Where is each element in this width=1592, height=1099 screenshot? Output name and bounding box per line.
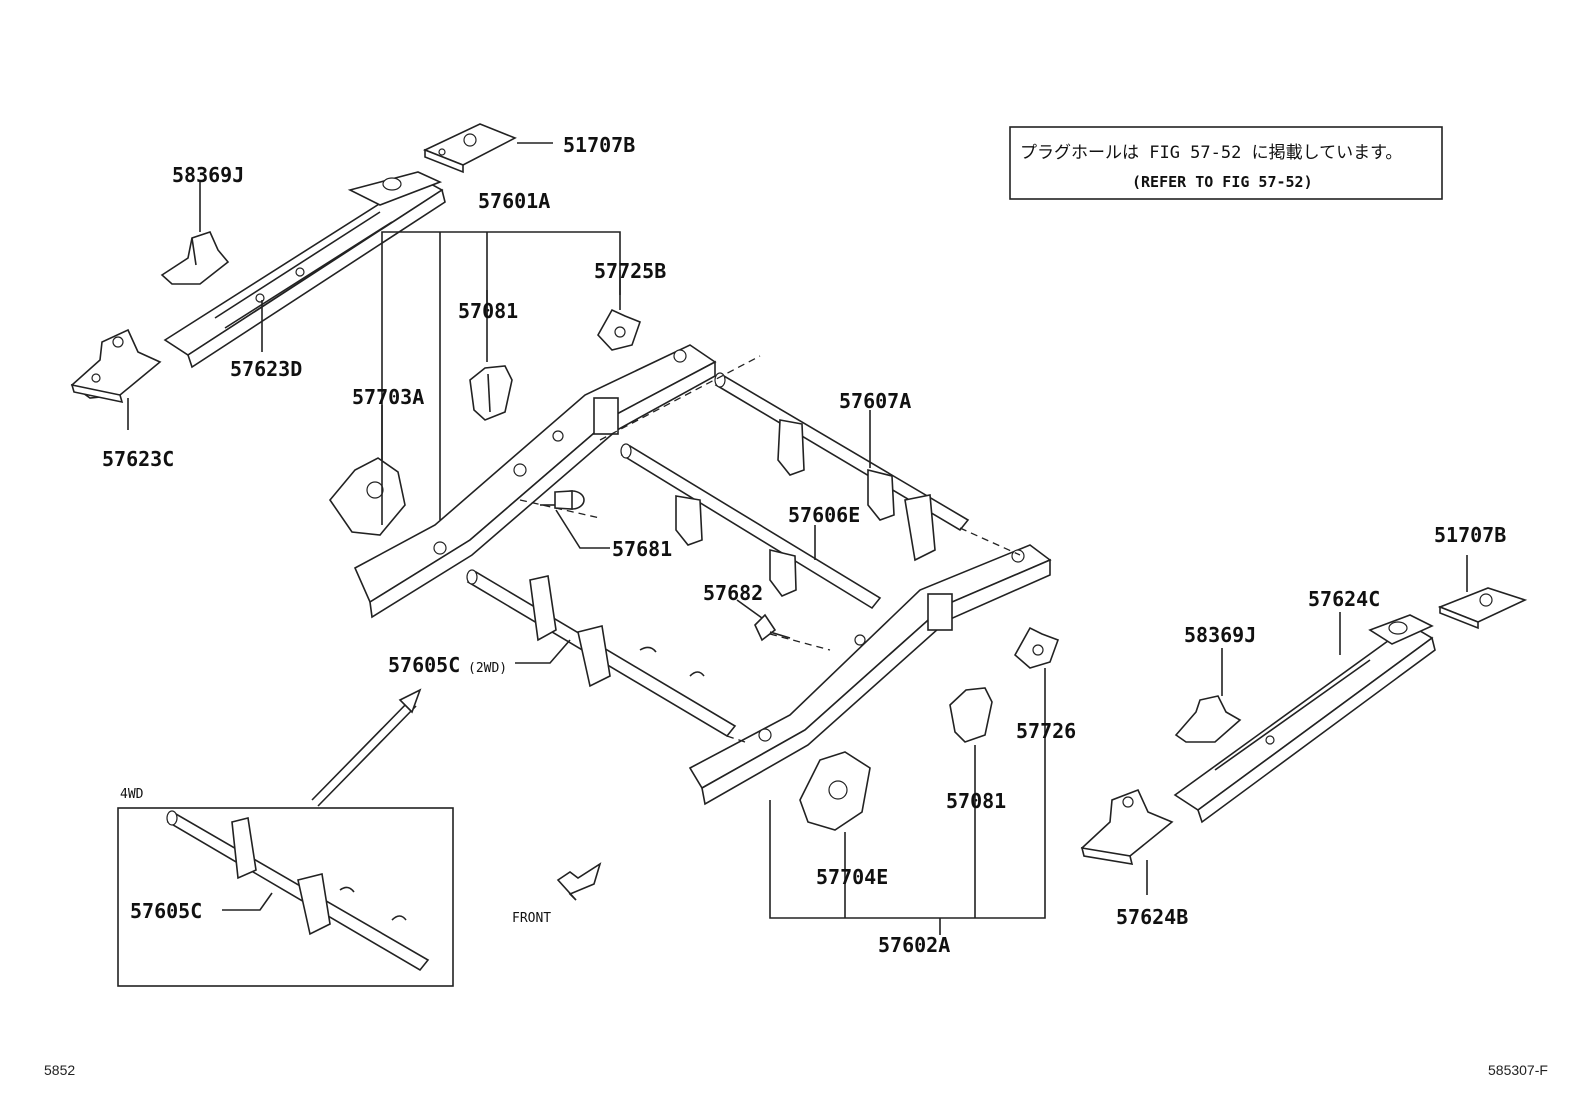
bracket-51707b-left bbox=[422, 123, 553, 174]
label-51707b-left: 51707B bbox=[563, 133, 635, 157]
label-58369j-right: 58369J bbox=[1184, 623, 1256, 647]
front-arrow-icon bbox=[311, 688, 602, 901]
frame-rail-left bbox=[353, 344, 717, 619]
part-labels: 51707B 58369J 57601A 57725B 57081 57623D… bbox=[102, 133, 1506, 957]
inset-4wd-box bbox=[117, 807, 454, 987]
reference-note-en: (REFER TO FIG 57-52) bbox=[1132, 173, 1313, 191]
reference-note: プラグホールは FIG 57-52 に掲載しています。 (REFER TO FI… bbox=[1009, 126, 1443, 200]
label-57703a: 57703A bbox=[352, 385, 424, 409]
bracket-57704e bbox=[799, 751, 871, 831]
label-57081-top: 57081 bbox=[458, 299, 518, 323]
reference-note-box bbox=[1009, 126, 1443, 200]
label-57725b: 57725B bbox=[594, 259, 666, 283]
inset-4wd bbox=[117, 807, 454, 987]
bracket-57726 bbox=[1013, 626, 1060, 669]
label-57081-bottom: 57081 bbox=[946, 789, 1006, 813]
label-front: FRONT bbox=[512, 911, 551, 926]
label-57624b: 57624B bbox=[1116, 905, 1188, 929]
label-4wd: 4WD bbox=[120, 787, 144, 802]
frame-rail-right bbox=[688, 544, 1052, 806]
cross-member-57605c-2wd bbox=[466, 569, 737, 738]
bumper-57682 bbox=[754, 613, 791, 642]
label-57681: 57681 bbox=[612, 537, 672, 561]
label-57623c: 57623C bbox=[102, 447, 174, 471]
cross-member-57606e bbox=[620, 443, 882, 610]
bracket-58369j-left bbox=[160, 212, 230, 285]
label-57704e: 57704E bbox=[816, 865, 888, 889]
label-57602a: 57602A bbox=[878, 933, 950, 957]
bracket-51707b-right bbox=[1437, 587, 1528, 630]
label-57682: 57682 bbox=[703, 581, 763, 605]
label-57601a: 57601A bbox=[478, 189, 550, 213]
footer-left-code: 5852 bbox=[44, 1062, 75, 1078]
cross-member-57624c bbox=[1173, 614, 1436, 824]
label-51707b-right: 51707B bbox=[1434, 523, 1506, 547]
label-57606e: 57606E bbox=[788, 503, 860, 527]
bracket-58369j-right bbox=[1174, 695, 1242, 743]
label-58369j-left: 58369J bbox=[172, 163, 244, 187]
bracket-57703a bbox=[328, 457, 406, 536]
cross-member-57623d bbox=[163, 171, 446, 369]
bracket-57081-bottom bbox=[949, 687, 993, 743]
bracket-57623c bbox=[70, 328, 162, 430]
bracket-57081-top bbox=[469, 365, 513, 421]
label-57605c-4wd: 57605C bbox=[130, 899, 202, 923]
label-57624c: 57624C bbox=[1308, 587, 1380, 611]
bumper-57681 bbox=[540, 490, 585, 510]
bracket-57725b bbox=[597, 308, 642, 351]
leader-lines bbox=[199, 182, 1468, 935]
label-57605c-2wd: 57605C bbox=[388, 653, 460, 677]
bracket-57624b bbox=[1080, 788, 1174, 865]
label-57726: 57726 bbox=[1016, 719, 1076, 743]
label-57607a: 57607A bbox=[839, 389, 911, 413]
label-2wd-tag: (2WD) bbox=[468, 661, 507, 676]
reference-note-jp: プラグホールは FIG 57-52 に掲載しています。 bbox=[1020, 143, 1402, 163]
label-57623d: 57623D bbox=[230, 357, 302, 381]
cross-member-57607a bbox=[714, 372, 970, 562]
footer-right-code: 585307-F bbox=[1488, 1062, 1548, 1078]
